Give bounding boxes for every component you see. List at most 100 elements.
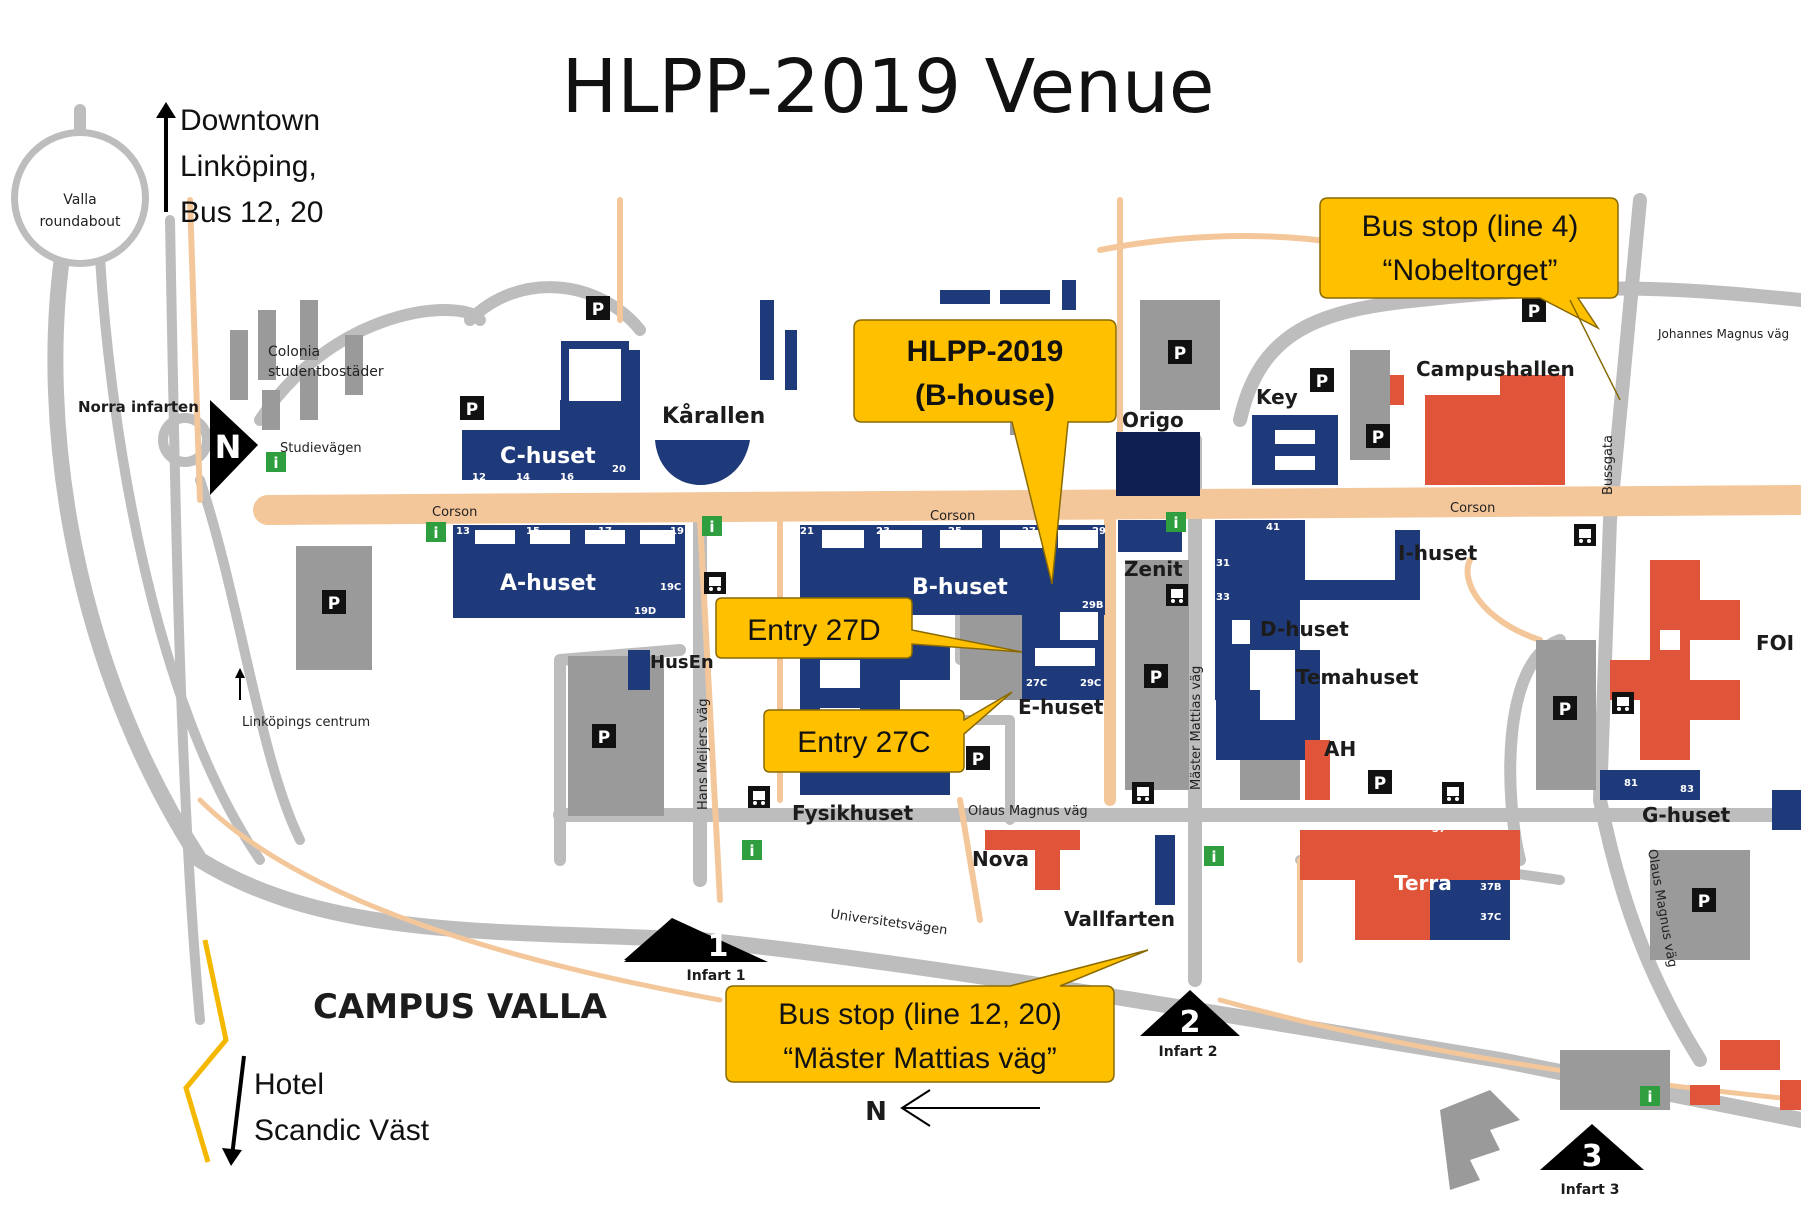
- hotel-arrow: [230, 1055, 246, 1157]
- label-colonia-2: studentbostäder: [268, 364, 384, 380]
- info-signs: i i i i i i i: [266, 452, 1660, 1106]
- road: [95, 253, 265, 865]
- room-d33: 33: [1216, 592, 1230, 603]
- gate-2-triangle: [1140, 990, 1240, 1036]
- roundabout-fill: [18, 136, 142, 260]
- label-colonia-1: Colonia: [268, 344, 320, 360]
- gate-1-label: Infart 1: [687, 968, 746, 984]
- label-i-huset: I-huset: [1398, 541, 1478, 565]
- gate-3-number: 3: [1582, 1139, 1603, 1174]
- parking-icon[interactable]: P: [592, 724, 616, 748]
- info-icon[interactable]: i: [266, 452, 286, 472]
- callout-bus-4[interactable]: Bus stop (line 4) “Nobeltorget”: [1319, 197, 1619, 331]
- bus-stop-icon[interactable]: [1442, 782, 1464, 804]
- colonia-building: [300, 300, 318, 360]
- label-origo: Origo: [1122, 408, 1184, 432]
- husen-building: [628, 650, 650, 690]
- gate-1-shape: [624, 918, 768, 962]
- parking-icon[interactable]: P: [1168, 340, 1192, 364]
- room-c14: 14: [516, 472, 530, 483]
- parking-icon[interactable]: P: [1368, 770, 1392, 794]
- street-johannes-magnus-vag: Johannes Magnus väg: [1657, 327, 1789, 341]
- parking-icon[interactable]: P: [1310, 368, 1334, 392]
- parking-icon[interactable]: P: [1553, 696, 1577, 720]
- gate-2[interactable]: 2 Infart 2: [1140, 990, 1240, 1060]
- svg-text:P: P: [972, 750, 984, 770]
- bus-stop-icon[interactable]: [1612, 692, 1634, 714]
- street-bussgata: Bussgata: [1601, 435, 1616, 495]
- gate-2-label: Infart 2: [1159, 1044, 1218, 1060]
- callout-bus-12[interactable]: Bus stop (line 12, 20) “Mäster Mattias v…: [725, 949, 1149, 1083]
- building: [1062, 280, 1076, 310]
- svg-text:P: P: [598, 728, 610, 748]
- callout-bus-4-bubble: [1319, 197, 1619, 331]
- parking-icon[interactable]: P: [586, 296, 610, 320]
- grey-roads: [11, 104, 1801, 1128]
- label-key: Key: [1256, 385, 1298, 409]
- room-t37c: 37C: [1480, 912, 1501, 923]
- room-b25: 25: [948, 526, 962, 537]
- room-a17: 17: [598, 526, 612, 537]
- parking-icon[interactable]: P: [1522, 298, 1546, 322]
- room-a15: 15: [526, 526, 540, 537]
- bus-stop-icon[interactable]: [1132, 782, 1154, 804]
- bus-stop-icon[interactable]: [748, 786, 770, 808]
- svg-text:i: i: [749, 842, 754, 860]
- window: [1058, 530, 1098, 548]
- gate-3[interactable]: 3 Infart 3: [1540, 1124, 1644, 1198]
- label-ah: AH: [1324, 737, 1356, 761]
- building: [1780, 1080, 1801, 1110]
- building: [1690, 1085, 1720, 1105]
- callout-entry-27c-bubble: [763, 691, 1013, 773]
- key-building: [1252, 415, 1338, 485]
- parking-icon[interactable]: P: [1366, 424, 1390, 448]
- info-icon[interactable]: i: [702, 516, 722, 536]
- hotel-label-2: Scandic Väst: [254, 1114, 430, 1147]
- bus-stop-icon[interactable]: [1574, 524, 1596, 546]
- label-terra: Terra: [1394, 871, 1452, 895]
- info-icon[interactable]: i: [1640, 1086, 1660, 1106]
- parking-icon[interactable]: P: [322, 590, 346, 614]
- street-corson-3: Corson: [1450, 501, 1495, 516]
- d-huset-building: [1215, 520, 1420, 700]
- window: [880, 530, 922, 548]
- north-arrow-head: [900, 1089, 931, 1127]
- info-icon[interactable]: i: [1204, 846, 1224, 866]
- info-icon[interactable]: i: [426, 522, 446, 542]
- label-vallfarten: Vallfarten: [1064, 907, 1175, 931]
- colonia-building: [300, 370, 318, 420]
- parking-icon[interactable]: P: [966, 746, 990, 770]
- label-nova: Nova: [972, 847, 1029, 871]
- window: [1232, 620, 1250, 644]
- karallen-building: [655, 440, 750, 485]
- bus-stop-icon[interactable]: [704, 572, 726, 594]
- origo-building: [1116, 432, 1200, 496]
- callout-entry-27c[interactable]: Entry 27C: [763, 691, 1013, 773]
- terra-building: [1300, 830, 1520, 940]
- building: [1240, 760, 1300, 800]
- bus-stop-icon[interactable]: [1166, 584, 1188, 606]
- blue-buildings: [453, 280, 1801, 940]
- callout-venue-line-2: (B-house): [915, 379, 1055, 412]
- page-title: HLPP-2019 Venue: [562, 44, 1215, 130]
- parking-icon[interactable]: P: [460, 396, 484, 420]
- room-c20: 20: [612, 464, 626, 475]
- svg-text:P: P: [1372, 428, 1384, 448]
- norra-roundabout: [158, 413, 212, 467]
- room-b29b: 29B: [1082, 600, 1104, 611]
- info-icon[interactable]: i: [1166, 512, 1186, 532]
- parking-icon[interactable]: P: [1144, 664, 1168, 688]
- svg-text:P: P: [466, 400, 478, 420]
- ah-building: [1305, 740, 1330, 800]
- info-icon[interactable]: i: [742, 840, 762, 860]
- room-a19d: 19D: [634, 606, 656, 617]
- road: [165, 215, 205, 1025]
- label-a-huset: A-huset: [500, 571, 596, 596]
- c-huset-courtyard: [561, 341, 629, 409]
- svg-text:P: P: [1559, 700, 1571, 720]
- parking-icon[interactable]: P: [1692, 888, 1716, 912]
- callout-venue[interactable]: HLPP-2019 (B-house): [853, 319, 1117, 585]
- room-b29: 29: [1092, 526, 1106, 537]
- callout-entry-27d[interactable]: Entry 27D: [715, 597, 1023, 659]
- room-t37b: 37B: [1480, 882, 1502, 893]
